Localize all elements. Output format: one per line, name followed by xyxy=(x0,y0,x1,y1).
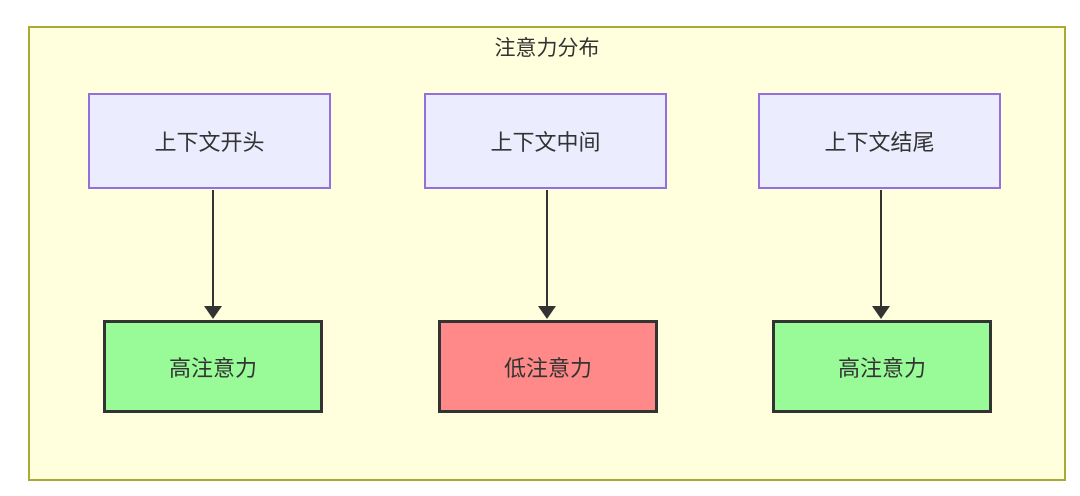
node-context-beginning: 上下文开头 xyxy=(88,93,331,189)
node-high-attention-left: 高注意力 xyxy=(103,320,323,413)
arrow-beginning-to-high-attention xyxy=(204,190,222,319)
arrow-end-to-high-attention xyxy=(872,190,890,319)
node-high-attention-right: 高注意力 xyxy=(772,320,992,413)
diagram-title: 注意力分布 xyxy=(494,37,600,60)
node-context-end: 上下文结尾 xyxy=(758,93,1001,189)
arrow-middle-to-low-attention xyxy=(538,190,556,319)
node-context-middle: 上下文中间 xyxy=(424,93,667,189)
node-low-attention-middle: 低注意力 xyxy=(438,320,658,413)
